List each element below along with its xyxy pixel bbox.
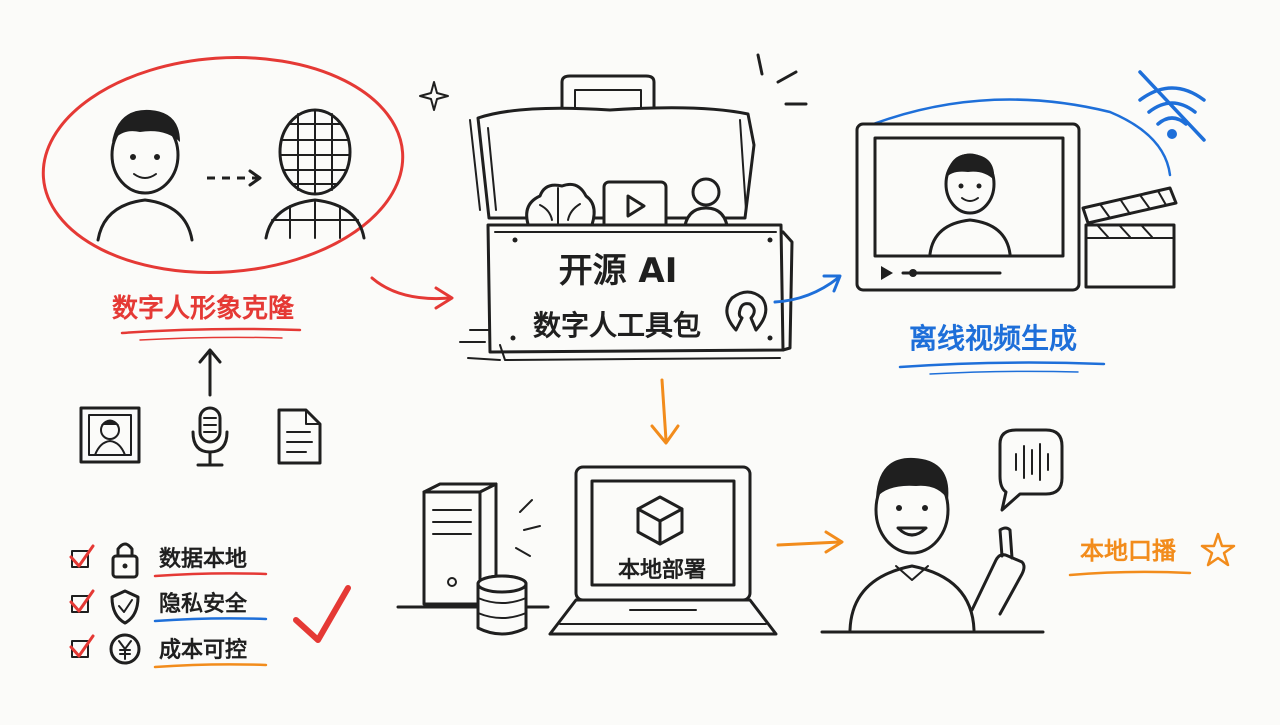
person-face-icon <box>96 109 194 242</box>
up-arrow <box>198 348 222 397</box>
local-deploy-label: 本地部署 <box>618 557 706 583</box>
database-icon <box>476 574 528 636</box>
photo-icon <box>79 406 141 464</box>
star-icon <box>1200 532 1236 567</box>
local-broadcast-label: 本地口播 <box>1080 537 1177 565</box>
lock-icon <box>111 542 139 579</box>
local-broadcast-section: 本地口播 <box>820 428 1236 634</box>
benefit-item: 成本可控 <box>69 633 268 669</box>
brain-icon <box>525 182 596 232</box>
benefit-label: 数据本地 <box>159 546 247 572</box>
open-source-icon <box>725 290 768 332</box>
benefit-underline <box>153 617 268 623</box>
blue-arc <box>856 98 1172 177</box>
benefit-label: 成本可控 <box>159 637 247 663</box>
benefit-label: 隐私安全 <box>159 591 248 617</box>
sparkle-star-icon <box>419 81 449 111</box>
toolbox-title: 开源 AI <box>559 251 678 291</box>
wireframe-face-icon <box>264 108 366 240</box>
presenter-icon <box>848 457 1026 632</box>
offline-video-label: 离线视频生成 <box>909 322 1077 355</box>
blue-arrow <box>773 276 840 304</box>
yen-icon <box>109 633 141 665</box>
no-wifi-icon <box>1138 70 1206 142</box>
cube-icon <box>636 495 684 546</box>
orange-right-arrow <box>776 540 842 547</box>
red-arrow <box>370 276 452 301</box>
microphone-icon <box>191 406 229 467</box>
offline-video-section: 离线视频生成 <box>855 70 1206 375</box>
orange-down-arrow <box>660 378 668 442</box>
speech-bubble-icon <box>998 428 1064 512</box>
clone-label: 数字人形象克隆 <box>112 293 295 324</box>
benefit-item: 数据本地 <box>69 542 268 579</box>
clone-ellipse <box>41 56 405 274</box>
benefit-item: 隐私安全 <box>69 589 268 625</box>
monitor-icon <box>855 122 1081 292</box>
local-deploy-section: 本地部署 <box>396 465 778 636</box>
clone-section: 数字人形象克隆 <box>41 56 405 467</box>
document-icon <box>277 408 322 465</box>
clapperboard-icon <box>1081 186 1178 289</box>
benefit-underline <box>153 572 268 578</box>
red-checkmark-icon <box>293 585 351 643</box>
benefit-underline <box>153 663 268 669</box>
benefits-list: 数据本地 隐私安全 成本可控 <box>69 542 351 669</box>
toolbox-subtitle: 数字人工具包 <box>533 309 701 342</box>
shield-icon <box>110 589 140 625</box>
video-play-icon <box>602 180 668 232</box>
laptop-icon <box>548 465 778 636</box>
toolbox: 开源 AI 数字人工具包 <box>419 53 808 361</box>
